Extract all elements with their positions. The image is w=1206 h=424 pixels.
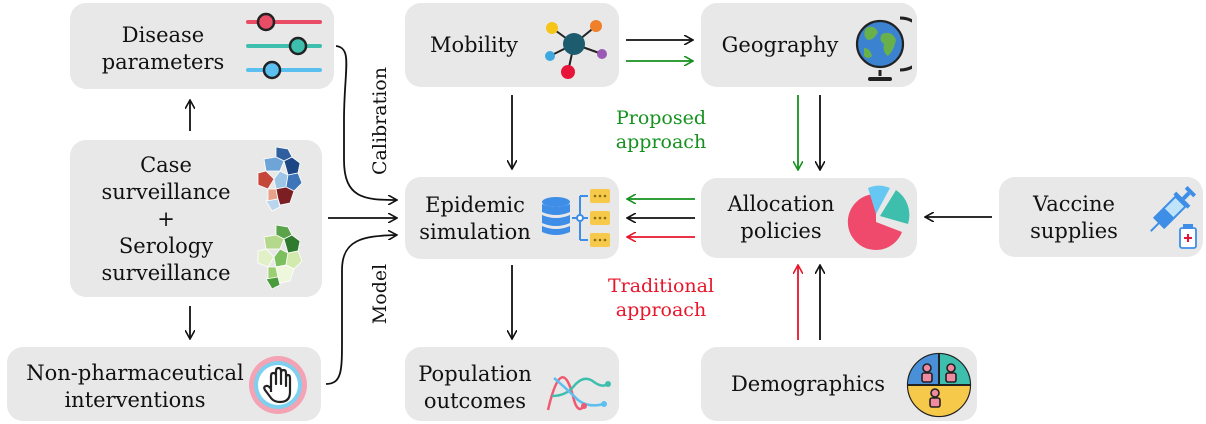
arrow-disease-to-epidemic <box>335 45 396 200</box>
geography-label: Geography <box>721 33 839 57</box>
curves-chart-icon <box>546 376 611 411</box>
pie-chart-icon <box>847 185 910 250</box>
network-icon <box>545 20 607 79</box>
demographics-label: Demographics <box>730 372 886 396</box>
slider-controls-icon <box>246 12 322 80</box>
epidemic-simulation-label: Epidemic simulation <box>419 193 531 244</box>
arrow-npi-to-epidemic <box>325 235 396 385</box>
database-flow-icon <box>542 189 610 247</box>
disease-parameters-label: Disease parameters <box>101 23 225 74</box>
allocation-policies-label: Allocation policies <box>727 192 835 243</box>
population-groups-icon <box>906 352 972 418</box>
proposed-approach-label: Proposed approach <box>615 107 707 153</box>
syringe-icon <box>1150 185 1197 249</box>
choropleth-map-icon <box>257 146 303 290</box>
case-surveillance-label: Case surveillance + Serology surveillanc… <box>101 153 231 285</box>
npi-label: Non-pharmaceutical interventions <box>26 361 244 412</box>
traditional-approach-label: Traditional approach <box>607 275 715 321</box>
globe-icon <box>855 16 912 81</box>
raised-hand-icon <box>249 356 307 414</box>
vaccine-supplies-label: Vaccine supplies <box>1030 192 1118 243</box>
population-outcomes-label: Population outcomes <box>418 362 532 413</box>
mobility-label: Mobility <box>429 33 519 57</box>
